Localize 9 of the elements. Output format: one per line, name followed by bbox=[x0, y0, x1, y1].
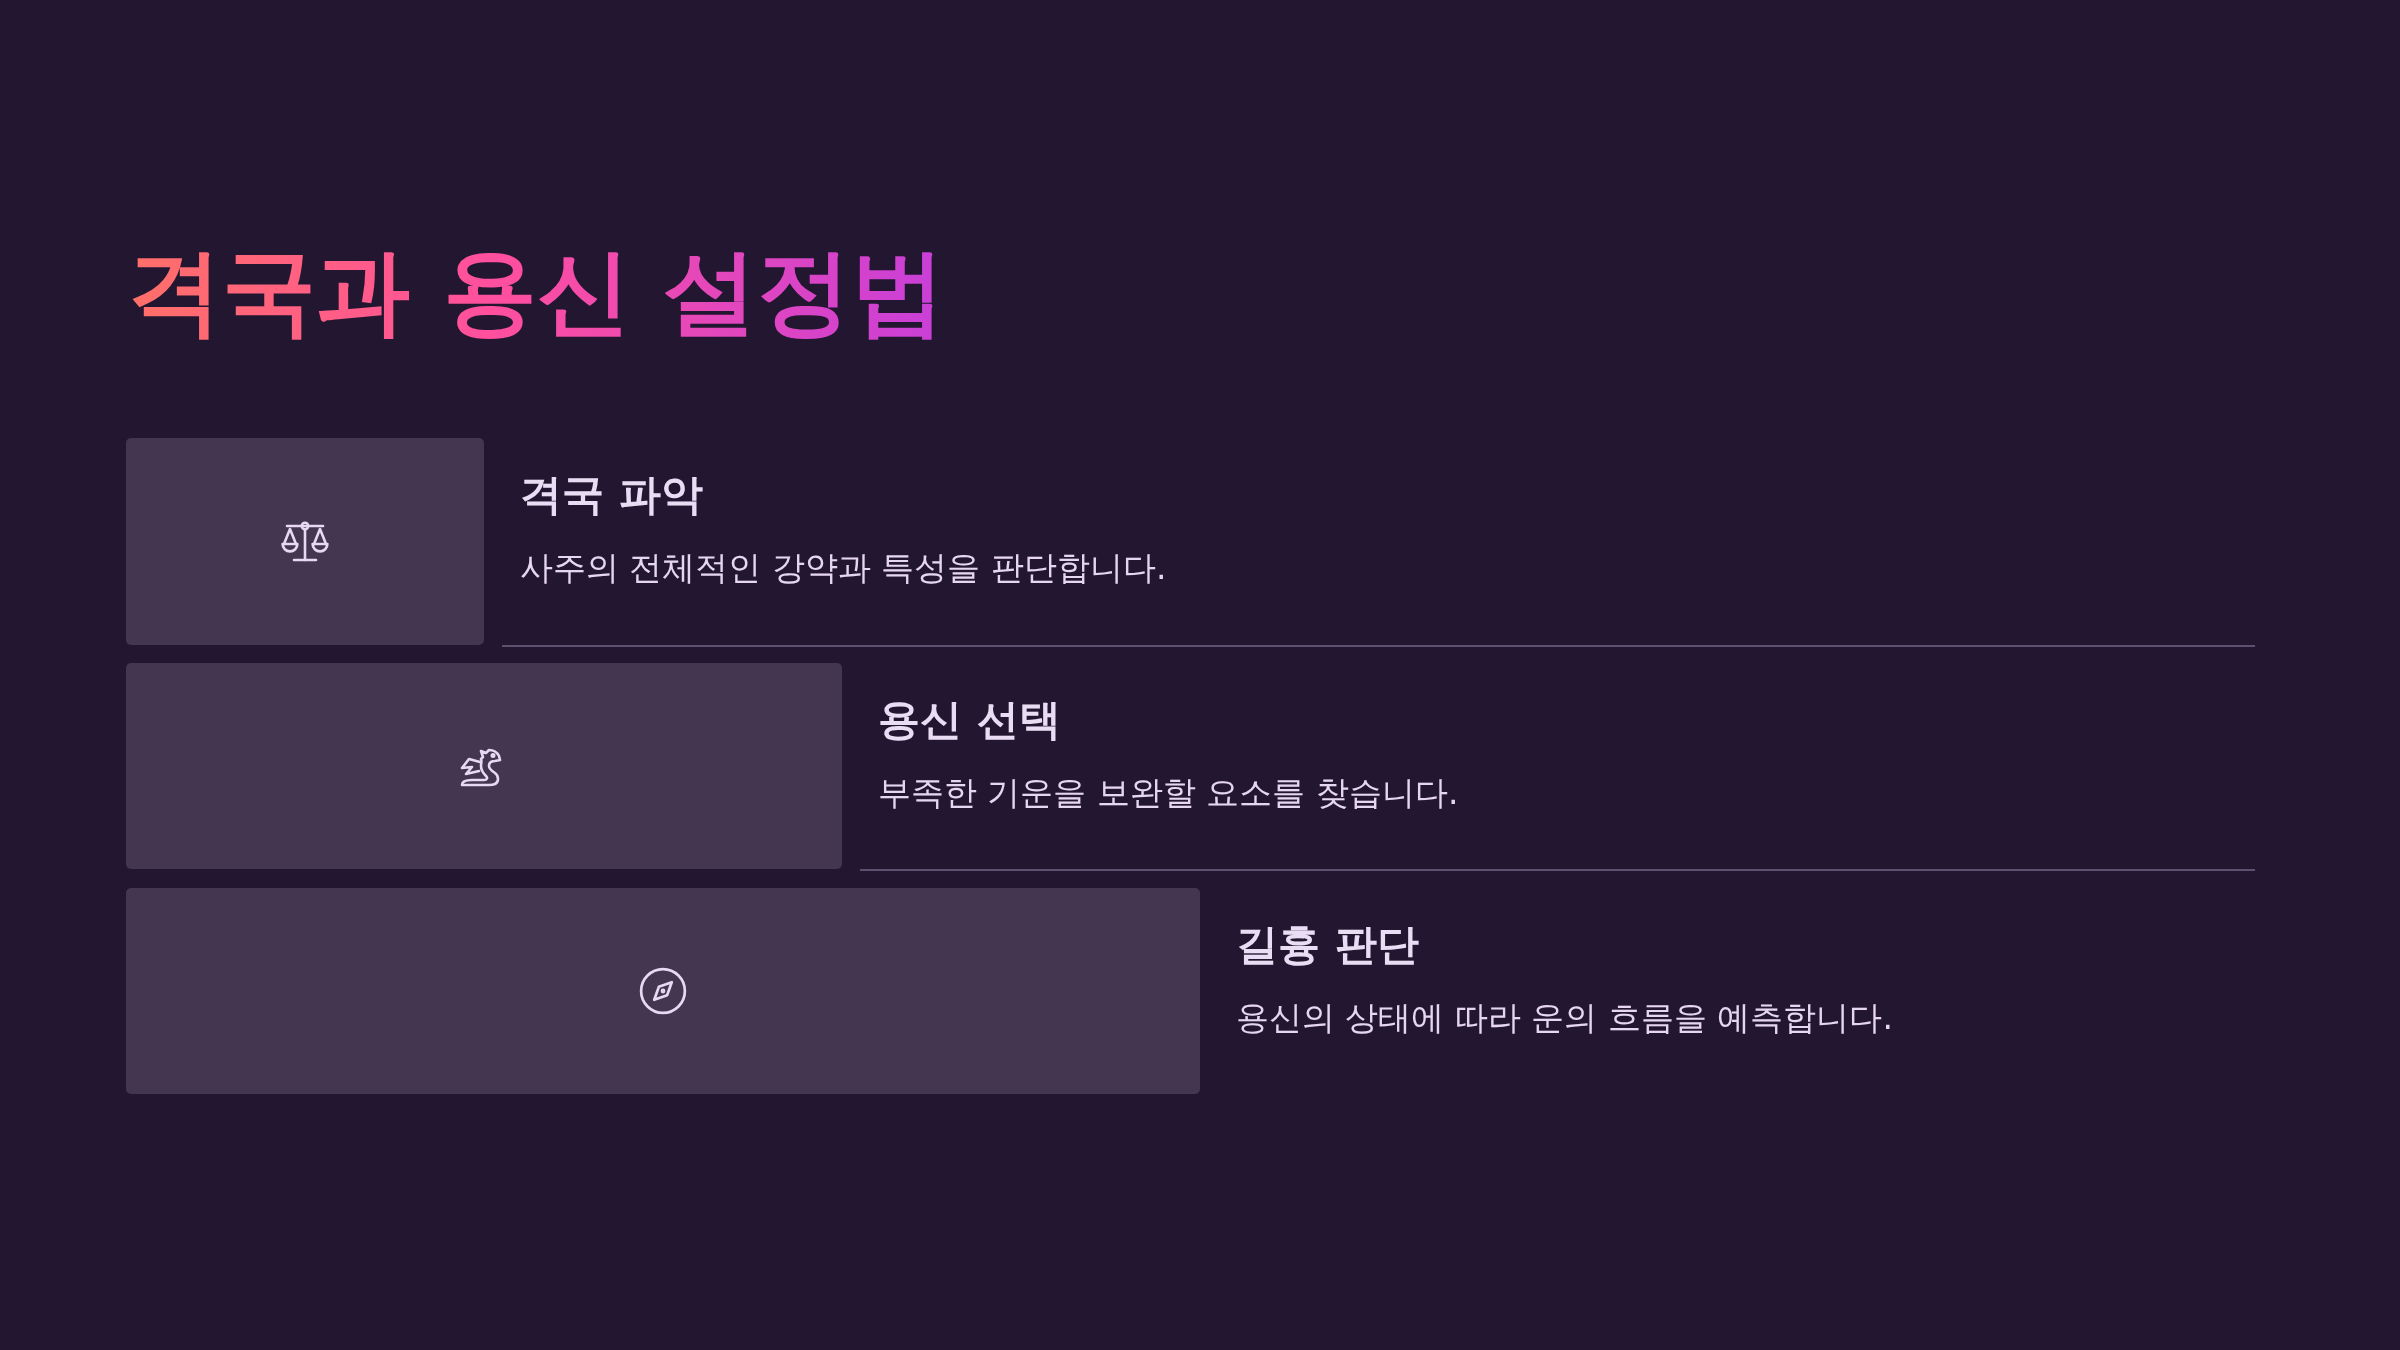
icon-card bbox=[126, 663, 842, 869]
item-description: 용신의 상태에 따라 운의 흐름을 예측합니다. bbox=[1236, 998, 1893, 1038]
item-heading: 격국 파악 bbox=[520, 470, 703, 521]
item-heading: 용신 선택 bbox=[878, 695, 1061, 746]
icon-card bbox=[126, 888, 1200, 1094]
item-description: 부족한 기운을 보완할 요소를 찾습니다. bbox=[878, 773, 1459, 813]
item-description: 사주의 전체적인 강약과 특성을 판단합니다. bbox=[520, 548, 1167, 588]
icon-card bbox=[126, 438, 484, 645]
item-heading: 길흉 판단 bbox=[1236, 920, 1419, 971]
